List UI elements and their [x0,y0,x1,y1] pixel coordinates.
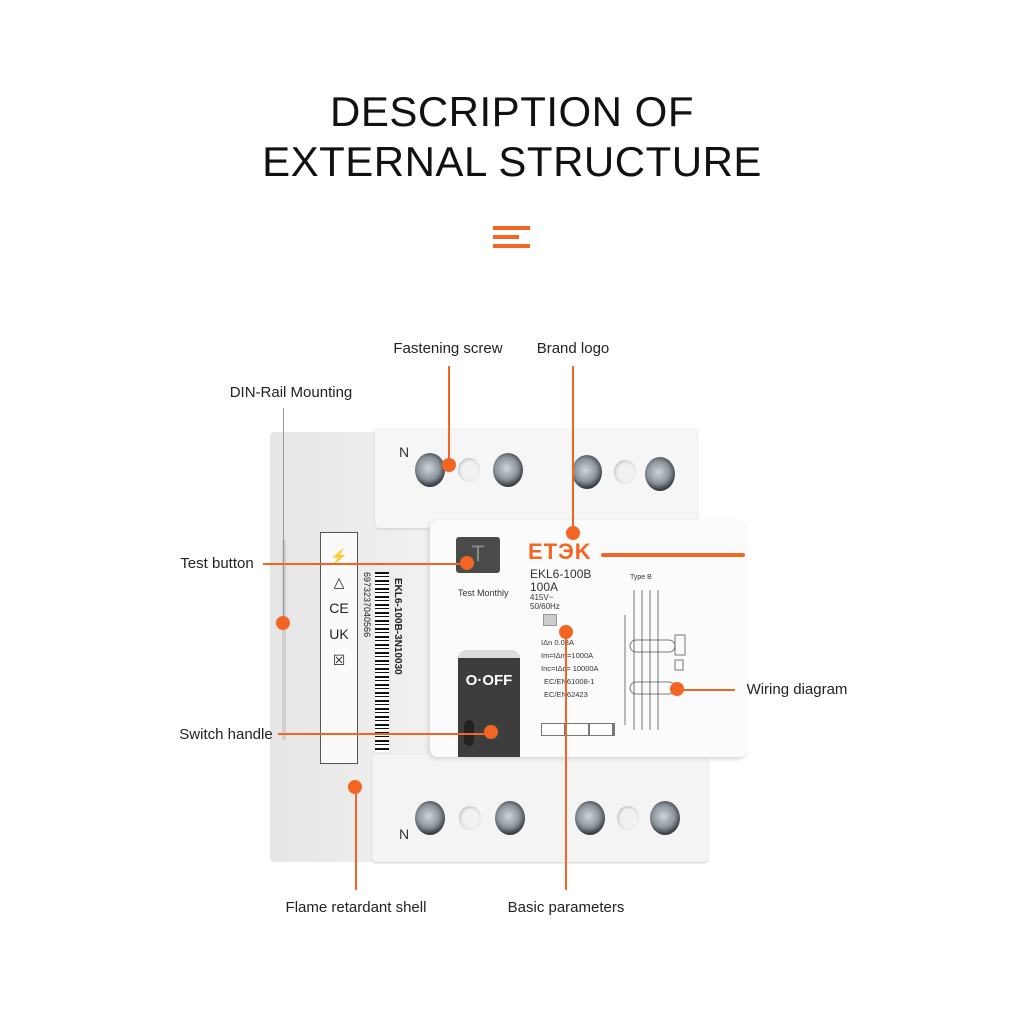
marker-dot [442,458,456,472]
marker-dot [566,526,580,540]
side-code: EKL6-100B-3N10030 [392,578,403,675]
leader-line [355,787,357,890]
screw-icon [493,453,523,487]
voltage: 415V~ [530,593,554,602]
marker-dot [559,625,573,639]
marker-dot [484,725,498,739]
screw-icon [645,457,675,491]
diagram-type: Type B [630,574,652,581]
title-line-1: DESCRIPTION OF [329,88,695,135]
leader-line [572,366,574,533]
leader-line [283,408,284,623]
screw-icon [415,453,445,487]
terminal-hole [458,458,480,482]
screw-icon [650,801,680,835]
indicator-window [543,614,557,626]
marker-dot [348,780,362,794]
leader-line [565,632,567,890]
terminal-hole [614,460,636,484]
switch-handle[interactable]: O·OFF [458,650,520,757]
param-2: Inc=IΔc= 10000A [541,664,599,673]
model: EKL6-100B [530,567,592,581]
terminal-n-bottom: N [399,826,410,842]
marker-dot [670,682,684,696]
frequency: 50/60Hz [530,602,560,611]
label-wiring-diagram: Wiring diagram [746,681,848,698]
screw-icon [572,455,602,489]
param-1: Im=IΔm=1000A [541,651,594,660]
label-brand-logo: Brand logo [536,340,610,357]
type-symbols-icon [541,723,615,736]
terminal-hole [617,806,639,830]
label-din-rail: DIN-Rail Mounting [229,384,353,401]
terminal-hole [459,806,481,830]
rated-current: 100A [530,580,559,594]
brand-stripe [601,553,745,557]
title-line-2: EXTERNAL STRUCTURE [262,138,762,185]
marker-dot [460,556,474,570]
leader-line [263,563,467,565]
din-rail-clip [282,540,286,740]
screw-icon [415,801,445,835]
handle-label: O·OFF [465,672,513,689]
label-flame-shell: Flame retardant shell [285,899,427,916]
label-basic-parameters: Basic parameters [507,899,625,916]
barcode-number: 6973237040566 [362,572,372,638]
wiring-diagram-icon [620,585,690,735]
brand-logo: ETЭK [528,539,592,564]
label-test-button: Test button [180,555,254,572]
leader-line [278,733,491,735]
terminal-n-top: N [399,444,410,460]
label-switch-handle: Switch handle [179,726,273,743]
param-3: EC/EN61008-1 [544,677,595,686]
label-fastening-screw: Fastening screw [393,340,503,357]
marker-dot [276,616,290,630]
test-caption: Test Monthly [458,588,509,598]
barcode [375,572,389,752]
param-0: IΔn 0.03A [541,638,574,647]
screw-icon [575,801,605,835]
leader-line [448,366,450,466]
screw-icon [495,801,525,835]
leader-line [677,689,735,691]
